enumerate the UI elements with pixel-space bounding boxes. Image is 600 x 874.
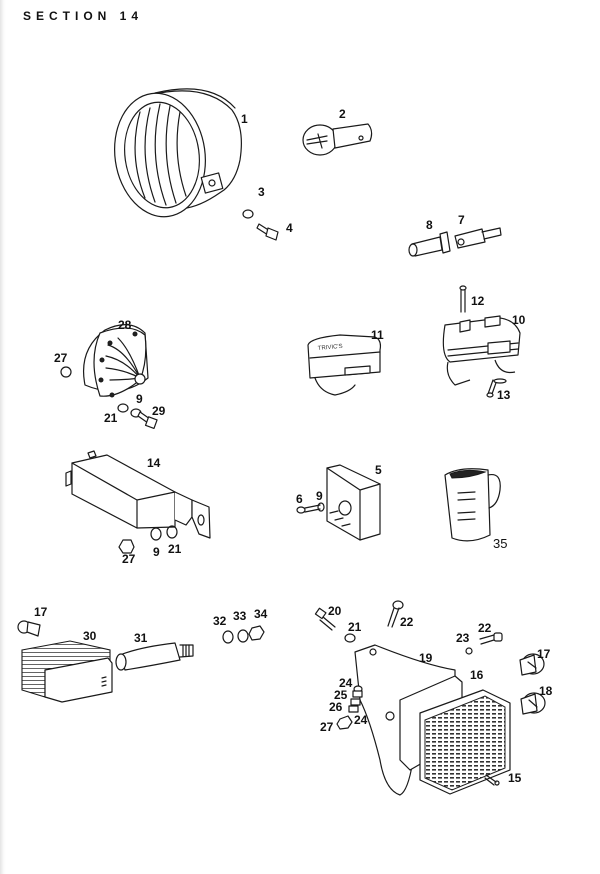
part-label-25: 25 (334, 688, 348, 702)
washer-horn-21-drawing (118, 404, 128, 412)
part-label-27b: 27 (122, 552, 136, 566)
measuring-jug-drawing (445, 469, 500, 541)
part-label-21b: 21 (168, 542, 182, 556)
bulb-18-drawing (521, 693, 545, 714)
part-label-13: 13 (497, 388, 511, 402)
nut-regulator-drawing (119, 540, 134, 553)
bolt-22-left-drawing (388, 601, 403, 627)
part-label-9c: 9 (316, 489, 323, 503)
part-label-19: 19 (419, 651, 433, 665)
part-label-22a: 22 (400, 615, 414, 629)
part-label-20: 20 (328, 604, 342, 618)
part-label-28: 28 (118, 318, 132, 332)
part-label-23: 23 (456, 631, 470, 645)
part-label-32: 32 (213, 614, 227, 628)
part-label-22b: 22 (478, 621, 492, 635)
part-label-18: 18 (539, 684, 553, 698)
part-label-30: 30 (83, 629, 97, 643)
part-label-6: 6 (296, 492, 303, 506)
part-label-35: 35 (493, 536, 508, 551)
bulb-17-right-drawing (520, 654, 544, 675)
part-label-7: 7 (458, 213, 465, 227)
part-label-12: 12 (471, 294, 485, 308)
part-label-27c: 27 (320, 720, 334, 734)
bulb-bayonet-drawing (303, 124, 372, 155)
part-label-26: 26 (329, 700, 343, 714)
switch-brand-text: TRIVIC'S (318, 344, 343, 352)
part-label-4: 4 (286, 221, 293, 235)
spacer-stack-drawing (337, 686, 362, 729)
washer-regulator-21-drawing (167, 526, 177, 538)
part-label-31: 31 (134, 631, 148, 645)
part-label-33: 33 (233, 609, 247, 623)
washer-33-drawing (238, 630, 248, 642)
bolt-20-drawing (315, 608, 335, 630)
part-label-5: 5 (375, 463, 382, 477)
tail-lamp-drawing (400, 676, 510, 794)
headlamp-shell-drawing (107, 87, 242, 222)
regulator-box-drawing (66, 451, 210, 538)
part-label-10: 10 (512, 313, 526, 327)
bolt-headlamp-drawing (257, 224, 278, 240)
part-label-3: 3 (258, 185, 265, 199)
part-label-17b: 17 (537, 647, 551, 661)
washer-regulator-9-drawing (151, 528, 161, 540)
screw-switch-bottom-drawing (487, 379, 506, 397)
part-label-24b: 24 (354, 713, 368, 727)
indicator-stem-drawing (116, 643, 193, 670)
part-label-9b: 9 (153, 545, 160, 559)
part-label-29: 29 (152, 404, 166, 418)
part-label-2: 2 (339, 107, 346, 121)
part-label-9: 9 (136, 392, 143, 406)
nut-horn-drawing (61, 367, 71, 377)
screw-switch-top-drawing (460, 286, 466, 312)
part-label-27: 27 (54, 351, 68, 365)
part-label-21: 21 (104, 411, 118, 425)
part-label-15: 15 (508, 771, 522, 785)
washer-21-drawing (345, 634, 355, 642)
section-title: SECTION 14 (23, 9, 144, 23)
bolt-22-right-drawing (480, 633, 502, 644)
part-label-8: 8 (426, 218, 433, 232)
washer-headlamp-drawing (243, 210, 253, 218)
part-label-16: 16 (470, 668, 484, 682)
washer-23-drawing (466, 648, 472, 654)
part-label-34: 34 (254, 607, 268, 621)
bulb-holder-drawing (409, 228, 501, 256)
scan-border (0, 0, 6, 874)
screw-rectifier-drawing (297, 503, 324, 513)
part-label-21c: 21 (348, 620, 362, 634)
switch-left-drawing: TRIVIC'S (308, 335, 380, 395)
screw-tail-lamp-drawing (485, 775, 499, 785)
part-label-14: 14 (147, 456, 161, 470)
bulb-17-left-drawing (18, 621, 40, 636)
washer-32-drawing (223, 631, 233, 643)
indicator-lamp-drawing (22, 641, 112, 702)
part-label-1: 1 (241, 112, 248, 126)
switch-right-drawing (443, 316, 520, 385)
part-label-17a: 17 (34, 605, 48, 619)
rectifier-block-drawing (327, 465, 380, 540)
part-label-11: 11 (371, 328, 384, 342)
horn-drawing (84, 325, 148, 397)
bolt-horn-drawing (138, 412, 157, 428)
part-label-24a: 24 (339, 676, 353, 690)
nut-34-drawing (249, 626, 264, 640)
